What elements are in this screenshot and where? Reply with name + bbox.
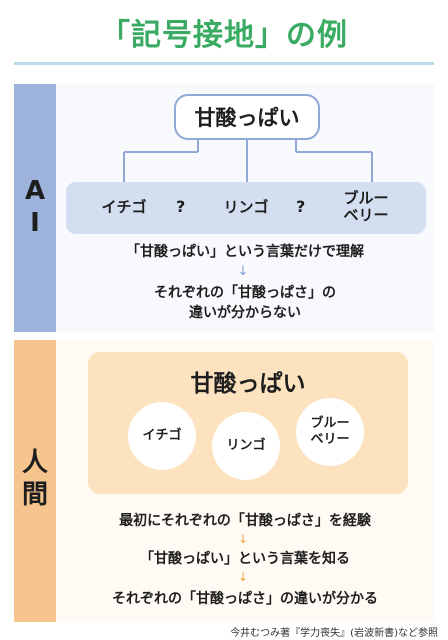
ai-fruit-blueberry: ブルー ベリー [343, 189, 389, 224]
ai-unknown-mark: ? [296, 197, 306, 216]
diagram-title: 「記号接地」の例 [100, 18, 348, 53]
title-divider [14, 62, 434, 65]
ai-fruit-row [66, 182, 426, 234]
ai-side-bar: A I [14, 84, 56, 332]
ai-note-word-only: 「甘酸っぱい」という言葉だけで理解 [126, 244, 364, 260]
human-fruit-blueberry: ブルー ベリー [296, 398, 364, 466]
human-fruit-apple: リンゴ [212, 412, 280, 480]
human-label-2: 間 [21, 480, 48, 510]
human-side-bar: 人 間 [14, 340, 56, 622]
ai-note-line2: 違いが分からない [189, 305, 301, 321]
human-label-1: 人 [21, 448, 48, 478]
ai-fruit-apple: リンゴ [223, 198, 269, 216]
human-word: 甘酸っぱい [190, 371, 306, 397]
source-credit: 今井むつみ著『学力喪失』(岩波新書)など参照 [230, 628, 438, 639]
human-step-experience: 最初にそれぞれの「甘酸っぱさ」を経験 [119, 513, 371, 529]
ai-label-a: A [24, 176, 46, 206]
human-step-learn-word: 「甘酸っぱい」という言葉を知る [140, 551, 350, 567]
ai-note-line1: それぞれの「甘酸っぱさ」の [154, 285, 336, 301]
ai-fruit-strawberry: イチゴ [101, 198, 147, 216]
ai-label-i: I [30, 208, 40, 238]
human-down-arrow: ↓ [237, 570, 249, 584]
human-down-arrow: ↓ [237, 532, 249, 546]
ai-down-arrow: ↓ [237, 264, 249, 279]
ai-word-box: 甘酸っぱい [174, 94, 320, 140]
human-step-understand: それぞれの「甘酸っぱさ」の違いが分かる [112, 591, 378, 607]
ai-unknown-mark: ? [176, 197, 186, 216]
human-fruit-strawberry: イチゴ [128, 402, 196, 470]
